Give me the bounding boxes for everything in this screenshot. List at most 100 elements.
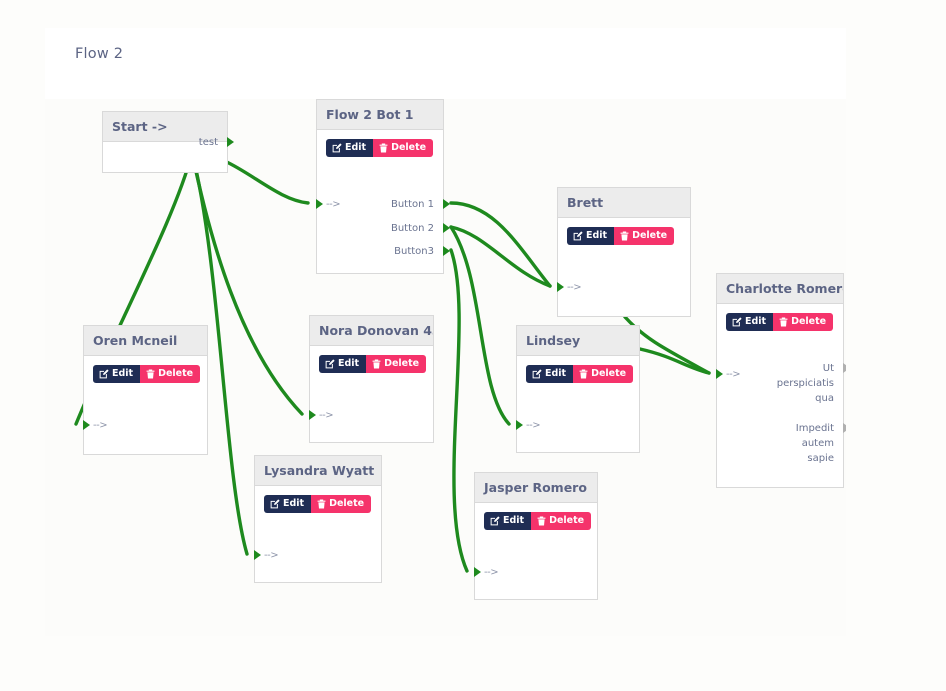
- output-port-flow-2-bot-1-2[interactable]: Button3: [394, 246, 434, 257]
- edge-flow-2-bot-1-button3-to-jasper-romero-in[interactable]: [449, 248, 469, 573]
- page-title: Flow 2: [75, 46, 124, 62]
- edge-lindsey-out-to-charlotte-romero-in[interactable]: [638, 347, 711, 375]
- delete-button[interactable]: Delete: [773, 313, 834, 331]
- node-body-brett: Edit Delete -->: [557, 218, 690, 318]
- edit-button[interactable]: Edit: [567, 227, 615, 245]
- edge-flow-2-bot-1-button-2-to-brett-in[interactable]: [449, 225, 552, 288]
- input-port-marker-oren-mcneil-0[interactable]: [83, 420, 90, 430]
- edit-button[interactable]: Edit: [264, 495, 312, 513]
- input-port-marker-brett-0[interactable]: [557, 282, 564, 292]
- node-title-nora-donovan-43: Nora Donovan 43: [310, 316, 433, 346]
- trash-icon: [537, 516, 546, 526]
- delete-button[interactable]: Delete: [531, 512, 592, 530]
- input-port-marker-lysandra-wyatt-0[interactable]: [254, 550, 261, 560]
- pencil-square-icon: [532, 369, 542, 379]
- input-port-jasper-romero-0[interactable]: -->: [484, 567, 499, 578]
- trash-icon: [317, 499, 326, 509]
- output-port-marker-flow-2-bot-1-0[interactable]: [443, 199, 450, 209]
- delete-button[interactable]: Delete: [311, 495, 372, 513]
- node-body-jasper-romero: Edit Delete -->: [474, 503, 597, 601]
- delete-button-label: Delete: [791, 316, 827, 328]
- pencil-square-icon: [573, 231, 583, 241]
- input-port-nora-donovan-43-0[interactable]: -->: [319, 410, 334, 421]
- delete-button-label: Delete: [384, 358, 420, 370]
- node-body-lysandra-wyatt: Edit Delete -->: [254, 486, 381, 584]
- delete-button-label: Delete: [632, 230, 668, 242]
- pencil-square-icon: [99, 369, 109, 379]
- input-port-lysandra-wyatt-0[interactable]: -->: [264, 550, 279, 561]
- delete-button[interactable]: Delete: [366, 355, 427, 373]
- output-port-marker-start-0[interactable]: [227, 137, 234, 147]
- edit-button[interactable]: Edit: [326, 139, 374, 157]
- edit-button-label: Edit: [283, 498, 305, 510]
- input-port-flow-2-bot-1-0[interactable]: -->: [326, 199, 341, 210]
- input-port-marker-flow-2-bot-1-0[interactable]: [316, 199, 323, 209]
- output-port-start-0[interactable]: test: [198, 137, 218, 148]
- pencil-square-icon: [332, 143, 342, 153]
- flow-header-panel: Flow 2: [45, 28, 846, 99]
- edit-button[interactable]: Edit: [726, 313, 774, 331]
- edge-start-test-to-nora-donovan-43-in[interactable]: [190, 151, 304, 416]
- delete-button[interactable]: Delete: [614, 227, 675, 245]
- node-actions-brett: Edit Delete: [567, 227, 675, 245]
- input-port-marker-charlotte-romero-0[interactable]: [716, 369, 723, 379]
- input-port-lindsey-0[interactable]: -->: [526, 420, 541, 431]
- trash-icon: [579, 369, 588, 379]
- pencil-square-icon: [270, 499, 280, 509]
- input-port-marker-nora-donovan-43-0[interactable]: [309, 410, 316, 420]
- delete-button-label: Delete: [158, 368, 194, 380]
- node-actions-lysandra-wyatt: Edit Delete: [264, 495, 372, 513]
- edit-button[interactable]: Edit: [484, 512, 532, 530]
- trash-icon: [372, 359, 381, 369]
- node-title-charlotte-romero: Charlotte Romero: [717, 274, 843, 304]
- output-port-marker-charlotte-romero-0[interactable]: [843, 363, 846, 373]
- output-port-marker-flow-2-bot-1-2[interactable]: [443, 246, 450, 256]
- edit-button-label: Edit: [503, 515, 525, 527]
- node-start[interactable]: Start ->test: [102, 111, 234, 174]
- input-port-brett-0[interactable]: -->: [567, 282, 582, 293]
- node-title-lindsey: Lindsey: [517, 326, 639, 356]
- edit-button-label: Edit: [745, 316, 767, 328]
- input-port-marker-jasper-romero-0[interactable]: [474, 567, 481, 577]
- output-port-charlotte-romero-0[interactable]: Ut perspiciatis qua: [776, 363, 834, 404]
- delete-button[interactable]: Delete: [573, 365, 634, 383]
- edge-flow-2-bot-1-button-1-to-brett-in[interactable]: [449, 201, 552, 288]
- pencil-square-icon: [490, 516, 500, 526]
- node-body-start: test: [103, 137, 234, 174]
- edit-button[interactable]: Edit: [93, 365, 141, 383]
- delete-button[interactable]: Delete: [373, 139, 434, 157]
- trash-icon: [620, 231, 629, 241]
- input-port-charlotte-romero-0[interactable]: -->: [726, 369, 741, 380]
- output-port-marker-flow-2-bot-1-1[interactable]: [443, 223, 450, 233]
- delete-button[interactable]: Delete: [140, 365, 201, 383]
- input-port-marker-lindsey-0[interactable]: [516, 420, 523, 430]
- output-port-charlotte-romero-1[interactable]: Impedit autem sapie: [795, 423, 834, 464]
- node-title-lysandra-wyatt: Lysandra Wyatt: [255, 456, 381, 486]
- output-port-flow-2-bot-1-1[interactable]: Button 2: [390, 223, 434, 234]
- input-port-oren-mcneil-0[interactable]: -->: [93, 420, 108, 431]
- node-body-oren-mcneil: Edit Delete -->: [83, 356, 207, 456]
- edit-button[interactable]: Edit: [319, 355, 367, 373]
- node-nora-donovan-43[interactable]: Nora Donovan 43 Edit Delete -->: [309, 315, 434, 443]
- node-actions-charlotte-romero: Edit Delete: [726, 313, 834, 331]
- delete-button-label: Delete: [549, 515, 585, 527]
- edge-flow-2-bot-1-button-2-to-lindsey-in[interactable]: [449, 225, 511, 426]
- node-title-start: Start ->: [103, 112, 227, 142]
- edit-button[interactable]: Edit: [526, 365, 574, 383]
- output-port-marker-charlotte-romero-1[interactable]: [843, 423, 846, 433]
- output-port-flow-2-bot-1-0[interactable]: Button 1: [390, 199, 434, 210]
